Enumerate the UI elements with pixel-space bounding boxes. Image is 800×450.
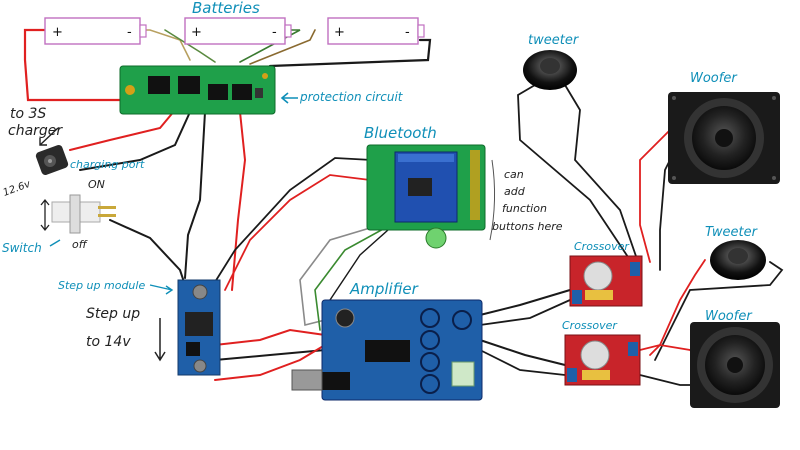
wire-stepup-out-red (214, 344, 326, 381)
wire-protection-black-stepup (184, 111, 206, 279)
step-up-module-label: Step up module (58, 279, 145, 292)
bluetooth-brace (489, 159, 496, 241)
battery-1-cap (139, 24, 147, 38)
wire-stepup-amp-red (214, 328, 326, 346)
wire-bt-audio-gray (299, 224, 381, 326)
wire-battery-link1 (139, 29, 191, 61)
charger-label-line1: to 3S (10, 106, 46, 122)
wire-battery-link4 (249, 29, 316, 65)
charger-arrow (39, 127, 59, 146)
switch-label: Switch (2, 241, 42, 255)
woofer-bottom-label: Woofer (705, 309, 753, 324)
wire-battery-link2 (164, 29, 216, 63)
wire-stepup-amp-black (214, 349, 326, 361)
wire-amp-xo2-red (479, 349, 566, 376)
wire-protection-black-charger (79, 111, 191, 171)
switch-on-label: ON (88, 178, 105, 191)
wire-protection-red-charger (69, 109, 176, 151)
battery-3 (327, 17, 419, 45)
battery-3-cap (417, 24, 425, 38)
wire-amp-xo2-black (479, 339, 566, 366)
wire-xo1-woofer-red (639, 129, 671, 263)
batteries: + - + - + - (44, 17, 425, 45)
battery-3-minus: - (405, 25, 410, 40)
wire-xo2-tweeter-red (649, 259, 706, 356)
battery-2-minus: - (272, 25, 277, 40)
tweeter-top (523, 50, 577, 90)
protection-label: protection circuit (299, 90, 404, 104)
charging-port (35, 145, 69, 175)
crossover-top-label: Crossover (574, 240, 630, 253)
wire-battery-black (268, 38, 432, 68)
step-up-down-arrow (154, 318, 166, 362)
bluetooth-note-2: add (504, 185, 526, 198)
bluetooth-note-4: buttons here (492, 220, 563, 233)
wire-xo1-tweeter-black (517, 84, 631, 261)
tweeter-bottom-label: Tweeter (705, 225, 759, 240)
wire-amp-xo1-red (479, 299, 571, 326)
wire-battery-red (23, 28, 122, 102)
wire-bt-power-red (224, 174, 371, 291)
amplifier-board (291, 299, 483, 401)
bluetooth-board (366, 144, 486, 249)
wire-xo2-tweeter-black (654, 261, 784, 361)
crossover-top-board (569, 255, 643, 307)
woofer-top-label: Woofer (690, 71, 738, 86)
battery-1-minus: - (127, 25, 132, 40)
wire-xo2-woofer-black (639, 374, 691, 386)
charging-port-label: charging port (70, 158, 145, 171)
step-up-board (177, 279, 221, 376)
crossover-bottom-label: Crossover (562, 319, 618, 332)
battery-2-plus: + (191, 25, 202, 40)
step-up-module-arrow (149, 284, 174, 295)
protection-board (119, 65, 276, 115)
voltage-label: 12.6v (2, 178, 33, 198)
wire-bt-audio-green (314, 227, 386, 331)
wire-xo1-tweeter-red (564, 84, 639, 263)
wire-protection-red-stepup (231, 111, 247, 291)
battery-1 (44, 17, 141, 45)
step-up-line2: to 14v (86, 334, 131, 350)
bluetooth-label: Bluetooth (364, 124, 437, 142)
woofer-top (668, 92, 780, 184)
amplifier-label: Amplifier (349, 280, 419, 298)
crossover-bottom-board (564, 334, 641, 386)
bluetooth-note-1: can (504, 168, 524, 181)
step-up-line1: Step up (86, 306, 140, 322)
bluetooth-note-3: function (502, 202, 547, 215)
toggle-switch (51, 194, 116, 234)
batteries-label: Batteries (192, 0, 260, 17)
switch-label-arrow (49, 239, 61, 247)
switch-updown-arrow (40, 198, 50, 232)
woofer-bottom (690, 322, 780, 408)
wires (23, 28, 784, 386)
battery-1-plus: + (52, 25, 63, 40)
wire-amp-xo1-black (479, 289, 571, 316)
battery-3-plus: + (334, 25, 345, 40)
wire-switch-stepup (109, 219, 186, 286)
protection-arrow (280, 92, 298, 104)
charger-label-line2: charger (8, 123, 63, 139)
tweeter-bottom (710, 240, 766, 280)
tweeter-top-label: tweeter (528, 33, 580, 48)
battery-2-cap (284, 24, 292, 38)
wire-bt-power-black (209, 157, 373, 291)
switch-off-label: off (72, 238, 88, 251)
